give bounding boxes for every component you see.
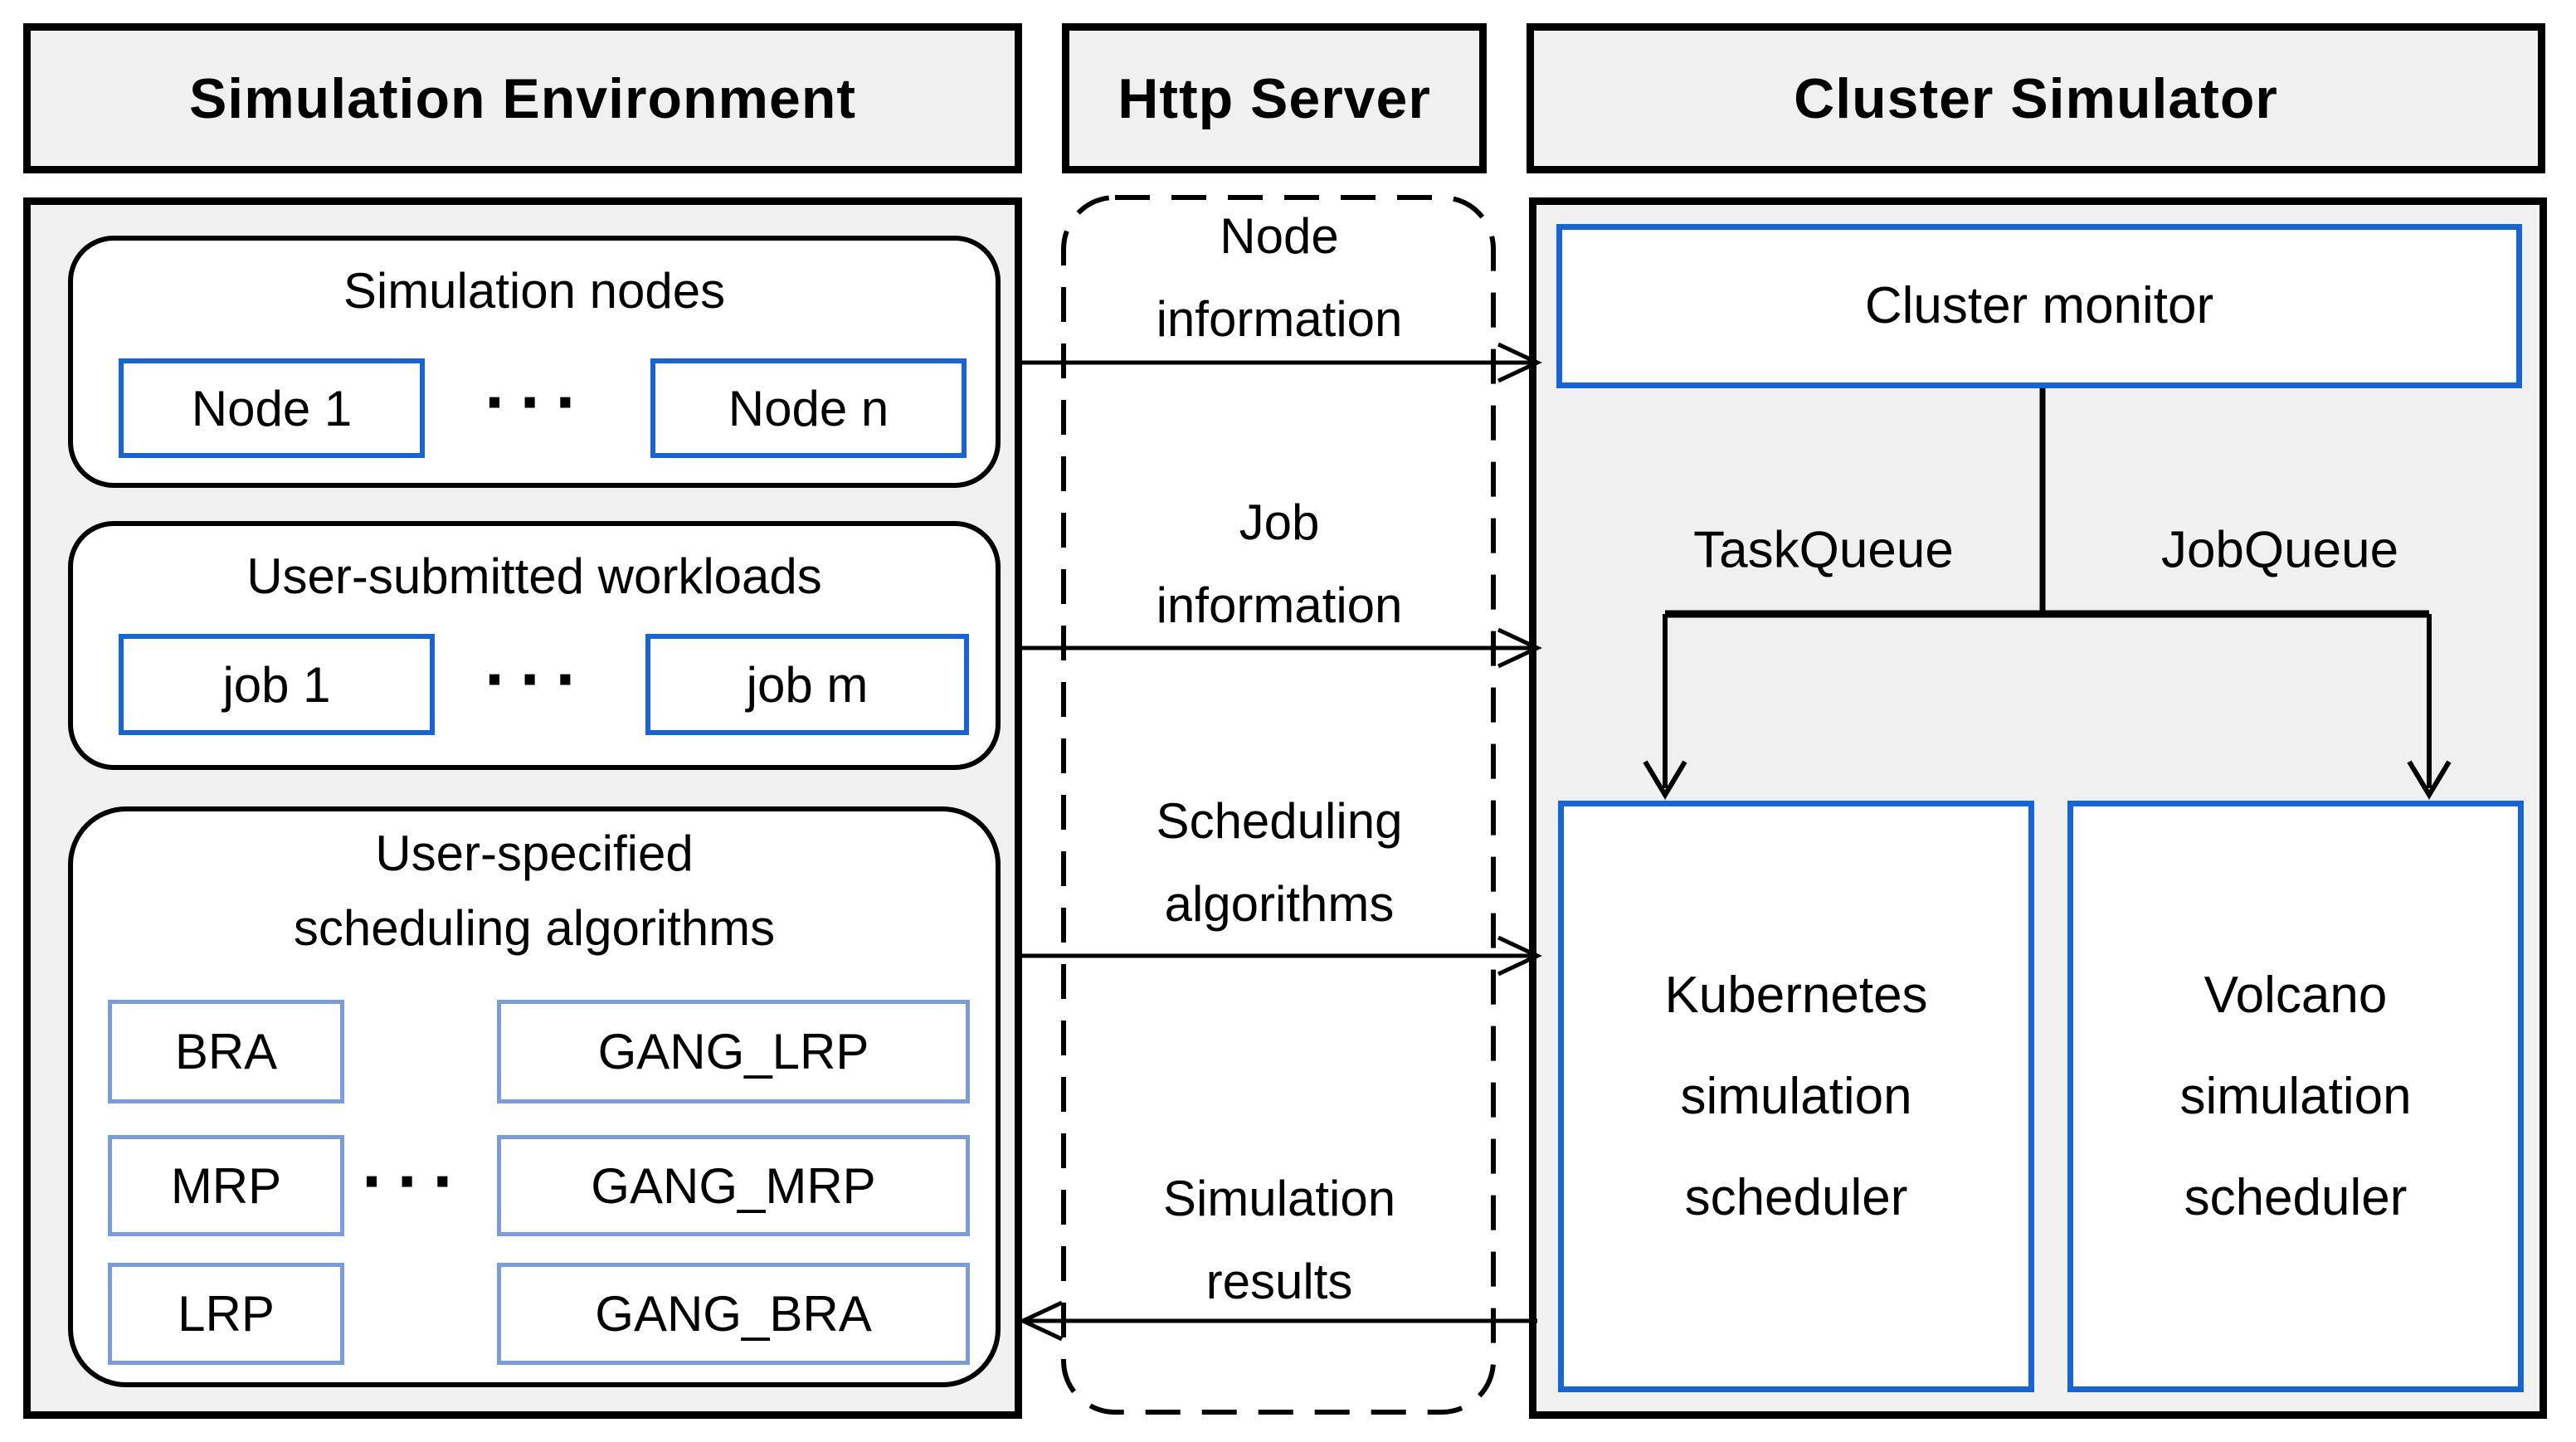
volcano-scheduler-box: Volcano simulation scheduler <box>2067 801 2524 1392</box>
algo-mrp-box: MRP <box>108 1135 344 1236</box>
algorithms-ellipsis: ··· <box>362 1142 468 1222</box>
simulation-results-arrow <box>1018 1300 1537 1342</box>
kubernetes-scheduler-box: Kubernetes simulation scheduler <box>1558 801 2034 1392</box>
algo-bra-box: BRA <box>108 1000 344 1103</box>
scheduling-algorithms-line2: algorithms <box>1164 876 1395 932</box>
job-1-box: job 1 <box>119 634 435 735</box>
cluster-monitor-box: Cluster monitor <box>1556 224 2522 388</box>
volcano-scheduler-line3: scheduler <box>2184 1168 2408 1226</box>
algo-lrp-box: LRP <box>108 1263 344 1365</box>
simulation-results-label: Simulation results <box>1072 1157 1487 1323</box>
node-n-box: Node n <box>650 358 967 458</box>
workloads-title: User-submitted workloads <box>246 548 822 604</box>
volcano-scheduler-line1: Volcano <box>2203 966 2388 1024</box>
simulation-results-line1: Simulation <box>1162 1171 1396 1226</box>
algo-gang-bra-label: GANG_BRA <box>595 1286 872 1342</box>
node-n-label: Node n <box>728 380 889 436</box>
header-cluster-simulator-label: Cluster Simulator <box>1794 66 2278 130</box>
scheduling-algorithms-arrow <box>1022 935 1542 977</box>
header-simulation-environment-label: Simulation Environment <box>188 66 857 130</box>
algo-mrp-label: MRP <box>170 1157 282 1214</box>
nodes-ellipsis: ··· <box>485 363 591 443</box>
kubernetes-scheduler-line1: Kubernetes <box>1664 966 1928 1024</box>
simulation-results-line2: results <box>1205 1254 1353 1309</box>
header-http-server: Http Server <box>1062 23 1487 173</box>
job-information-label: Job information <box>1072 481 1487 647</box>
algo-gang-bra-box: GANG_BRA <box>497 1263 970 1365</box>
job-m-label: job m <box>746 656 869 713</box>
task-queue-label: TaskQueue <box>1693 521 1954 579</box>
node-1-label: Node 1 <box>191 380 353 436</box>
node-1-box: Node 1 <box>119 358 425 458</box>
kubernetes-scheduler-line3: scheduler <box>1684 1168 1908 1226</box>
simulation-nodes-title: Simulation nodes <box>343 263 726 319</box>
algo-gang-lrp-box: GANG_LRP <box>497 1000 970 1103</box>
algo-lrp-label: LRP <box>178 1286 275 1342</box>
volcano-scheduler-line2: simulation <box>2179 1067 2412 1125</box>
algorithms-title-line2: scheduling algorithms <box>293 900 776 956</box>
task-queue-arrowhead <box>1643 760 1687 800</box>
node-information-line1: Node <box>1220 208 1339 264</box>
jobs-ellipsis: ··· <box>485 640 591 720</box>
monitor-queue-connector <box>1663 388 2432 788</box>
job-1-label: job 1 <box>222 656 331 713</box>
job-queue-label: JobQueue <box>2160 521 2399 579</box>
job-information-arrow <box>1022 627 1542 669</box>
node-information-label: Node information <box>1072 195 1487 361</box>
header-simulation-environment: Simulation Environment <box>23 23 1022 173</box>
http-server-dashed-box <box>1061 195 1496 1415</box>
job-information-line2: information <box>1156 577 1403 633</box>
node-information-line2: information <box>1156 291 1403 347</box>
kubernetes-scheduler-line2: simulation <box>1680 1067 1912 1125</box>
job-queue-arrowhead <box>2407 760 2452 800</box>
algo-gang-lrp-label: GANG_LRP <box>597 1024 869 1079</box>
algo-gang-mrp-label: GANG_MRP <box>591 1157 876 1214</box>
algo-gang-mrp-box: GANG_MRP <box>497 1135 970 1236</box>
cluster-monitor-label: Cluster monitor <box>1864 277 2214 334</box>
scheduling-algorithms-label: Scheduling algorithms <box>1072 780 1487 946</box>
algo-bra-label: BRA <box>174 1024 278 1079</box>
header-http-server-label: Http Server <box>1118 66 1431 130</box>
job-m-box: job m <box>645 634 969 735</box>
scheduling-algorithms-line1: Scheduling <box>1156 793 1403 849</box>
node-information-arrow <box>1022 342 1542 383</box>
job-information-line1: Job <box>1239 494 1320 550</box>
algorithms-title-line1: User-specified <box>375 826 694 881</box>
header-cluster-simulator: Cluster Simulator <box>1527 23 2545 173</box>
